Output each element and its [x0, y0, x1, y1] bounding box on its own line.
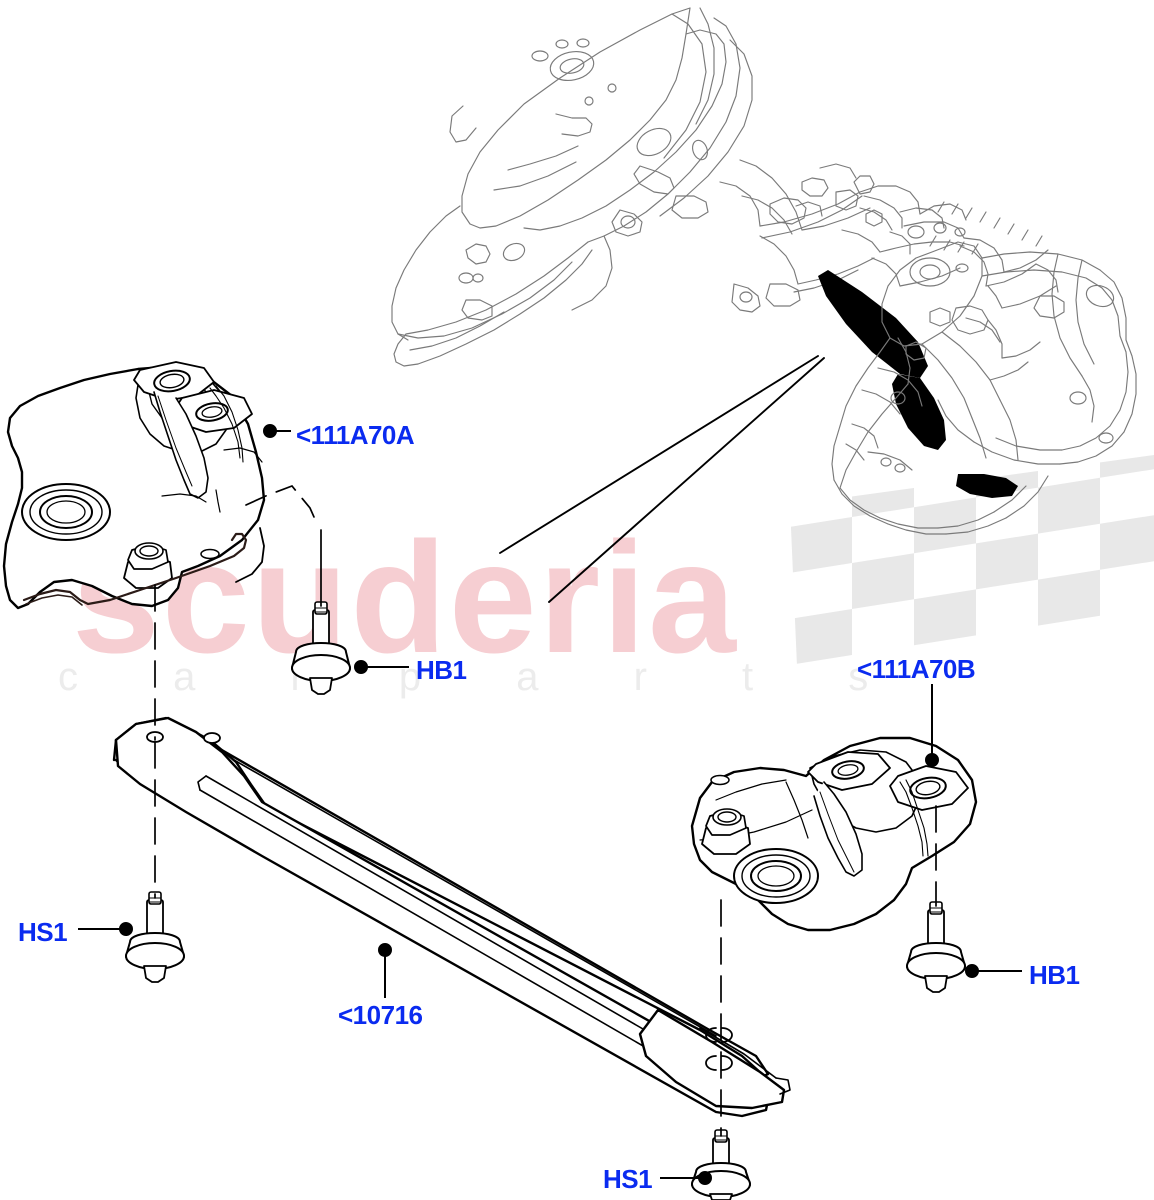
- bracket-right-label[interactable]: <111A70B: [857, 654, 976, 684]
- bolt-hs1-bottom: [691, 1129, 751, 1200]
- bolt-hs1-bottom-label[interactable]: HS1: [603, 1164, 653, 1194]
- bolt-hs1-left-label[interactable]: HS1: [18, 917, 68, 947]
- bolt-hb1-left-label[interactable]: HB1: [416, 655, 467, 685]
- bolt-hb1-left: [291, 601, 351, 695]
- bolt-hs1-left: [125, 891, 185, 983]
- bolt-hb1-right-label[interactable]: HB1: [1029, 960, 1080, 990]
- assembly-axis-hb1-left-curve: [245, 484, 319, 527]
- bracket-right-nut: [701, 808, 751, 855]
- bracket-left-nut: [123, 542, 173, 589]
- body-pointer-lines: [499, 355, 825, 603]
- bracket-right-part: [690, 736, 978, 932]
- callout-leaders: [78, 424, 1022, 1185]
- checkered-flag-icon: [790, 455, 1154, 665]
- bracket-left-label[interactable]: <111A70A: [296, 420, 415, 450]
- bolt-hb1-right: [906, 901, 966, 993]
- bracket-left-part: [2, 361, 266, 610]
- crossmember-label[interactable]: <10716: [338, 1000, 423, 1030]
- crossmember-part: [112, 716, 791, 1118]
